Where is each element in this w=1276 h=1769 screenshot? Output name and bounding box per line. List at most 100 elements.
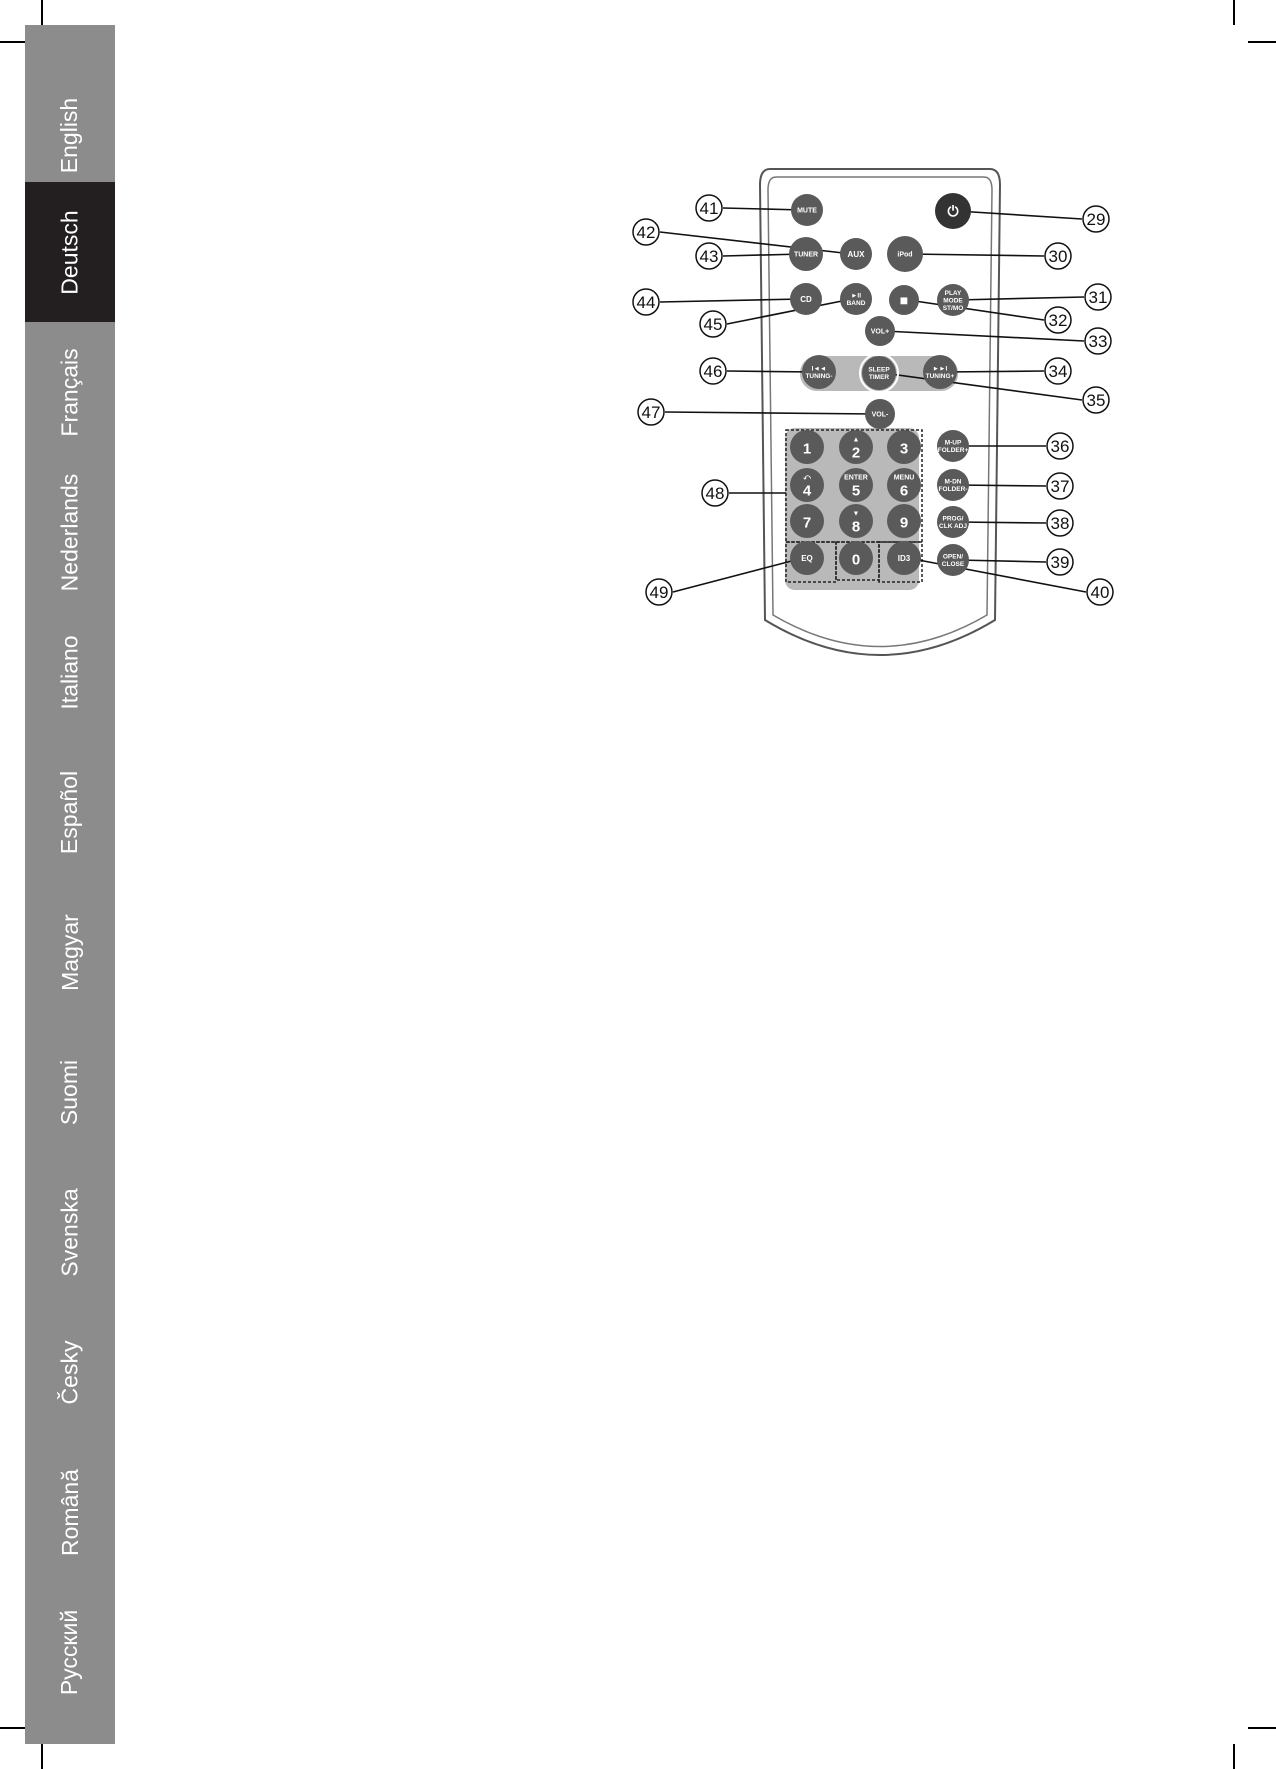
button-label: 4 bbox=[803, 483, 812, 500]
button-face bbox=[791, 194, 823, 226]
num9-button[interactable]: 9 bbox=[887, 504, 921, 538]
callout-leader-line bbox=[659, 298, 803, 303]
eq-button[interactable]: EQ bbox=[790, 541, 824, 575]
lang-tab-label: English bbox=[56, 97, 83, 173]
callout-29: 29 bbox=[1082, 205, 1110, 233]
num1-button[interactable]: 1 bbox=[790, 430, 824, 464]
open-close-button[interactable]: OPEN/CLOSE bbox=[937, 544, 969, 576]
callout-37: 37 bbox=[1046, 472, 1074, 500]
callout-number: 39 bbox=[1051, 553, 1070, 572]
callout-circle bbox=[637, 398, 665, 426]
callout-circle bbox=[1044, 242, 1072, 270]
power-button[interactable]: ⏻ bbox=[935, 193, 971, 229]
button-face bbox=[865, 399, 895, 429]
callout-circle bbox=[699, 357, 727, 385]
lang-tab-11[interactable]: Русский bbox=[25, 1582, 115, 1722]
num0-button[interactable]: 0 bbox=[839, 541, 873, 575]
stop-icon: ■ bbox=[900, 292, 908, 308]
callout-leader-line bbox=[672, 557, 804, 593]
crop-mark bbox=[41, 1744, 43, 1769]
num4-button[interactable]: ⤺4 bbox=[790, 468, 824, 502]
callout-36: 36 bbox=[1046, 432, 1074, 460]
button-label: ENTER bbox=[844, 475, 868, 482]
lang-tab-7[interactable]: Suomi bbox=[25, 1022, 115, 1162]
button-label: MODE bbox=[943, 297, 963, 304]
button-face bbox=[840, 238, 872, 270]
callout-circle bbox=[1082, 205, 1110, 233]
cd-button[interactable]: CD bbox=[790, 283, 822, 315]
callout-leader-line bbox=[722, 253, 803, 257]
button-label: VOL- bbox=[872, 412, 889, 419]
button-label: EQ bbox=[801, 554, 813, 563]
lang-tab-8[interactable]: Svenska bbox=[25, 1162, 115, 1302]
button-face bbox=[937, 284, 969, 316]
button-label: iPod bbox=[897, 252, 912, 259]
button-face bbox=[937, 544, 969, 576]
lang-tab-4[interactable]: Italiano bbox=[25, 602, 115, 742]
num8-button[interactable]: ▼8 bbox=[839, 504, 873, 538]
lang-tab-3[interactable]: Nederlands bbox=[25, 462, 115, 602]
callout-47: 47 bbox=[637, 398, 665, 426]
callout-number: 30 bbox=[1049, 247, 1068, 266]
callout-leader-line bbox=[956, 484, 1047, 487]
callout-circle bbox=[701, 479, 729, 507]
tuner-button[interactable]: TUNER bbox=[789, 237, 823, 271]
lang-tab-1[interactable]: Deutsch bbox=[25, 182, 115, 322]
button-face bbox=[790, 283, 822, 315]
num3-button[interactable]: 3 bbox=[887, 430, 921, 464]
button-label: 9 bbox=[900, 515, 908, 532]
prog-button[interactable]: PROG/CLK ADJ bbox=[937, 506, 969, 538]
ipod-button[interactable]: iPod bbox=[887, 236, 923, 272]
aux-button[interactable]: AUX bbox=[840, 238, 872, 270]
lang-tab-label: Svenska bbox=[56, 1187, 83, 1277]
vol-up-button[interactable]: VOL+ bbox=[865, 316, 895, 346]
callout-circle bbox=[1046, 548, 1074, 576]
vol-down-button[interactable]: VOL- bbox=[865, 399, 895, 429]
callout-44: 44 bbox=[632, 288, 660, 316]
lang-tab-label: Suomi bbox=[56, 1059, 83, 1125]
remote-body-inner bbox=[767, 176, 993, 648]
num7-button[interactable]: 7 bbox=[790, 504, 824, 538]
button-label: BAND bbox=[847, 300, 866, 307]
button-label: CLOSE bbox=[942, 561, 965, 568]
button-label: SLEEP bbox=[868, 367, 890, 374]
button-face bbox=[839, 541, 873, 575]
lang-tab-6[interactable]: Magyar bbox=[25, 882, 115, 1022]
button-face bbox=[887, 541, 921, 575]
button-face bbox=[937, 469, 969, 501]
button-label: MUTE bbox=[797, 208, 817, 215]
crop-mark bbox=[1233, 0, 1235, 25]
lang-tab-10[interactable]: Română bbox=[25, 1442, 115, 1582]
button-face bbox=[802, 355, 836, 389]
button-face bbox=[887, 468, 921, 502]
button-label: VOL+ bbox=[871, 329, 889, 336]
num2-button[interactable]: ▲2 bbox=[839, 430, 873, 464]
button-label: ID3 bbox=[898, 554, 911, 563]
button-face bbox=[839, 468, 873, 502]
tuning-down-button[interactable]: I◄◄TUNING- bbox=[802, 355, 836, 389]
id3-button[interactable]: ID3 bbox=[887, 541, 921, 575]
button-label: 2 bbox=[852, 445, 860, 462]
mute-button[interactable]: MUTE bbox=[791, 194, 823, 226]
stop-button[interactable]: ■ bbox=[889, 285, 919, 315]
button-label: 6 bbox=[900, 483, 908, 500]
lang-tab-5[interactable]: Español bbox=[25, 742, 115, 882]
button-label: CD bbox=[800, 295, 812, 304]
lang-tab-label: Français bbox=[56, 347, 83, 437]
button-face bbox=[790, 504, 824, 538]
button-label: AUX bbox=[848, 250, 866, 259]
lang-tab-9[interactable]: Česky bbox=[25, 1302, 115, 1442]
callout-49: 49 bbox=[645, 578, 673, 606]
callout-34: 34 bbox=[1044, 357, 1072, 385]
callout-leader-line bbox=[943, 370, 1045, 373]
lang-tab-2[interactable]: Français bbox=[25, 322, 115, 462]
callout-leader-line bbox=[908, 253, 1045, 257]
